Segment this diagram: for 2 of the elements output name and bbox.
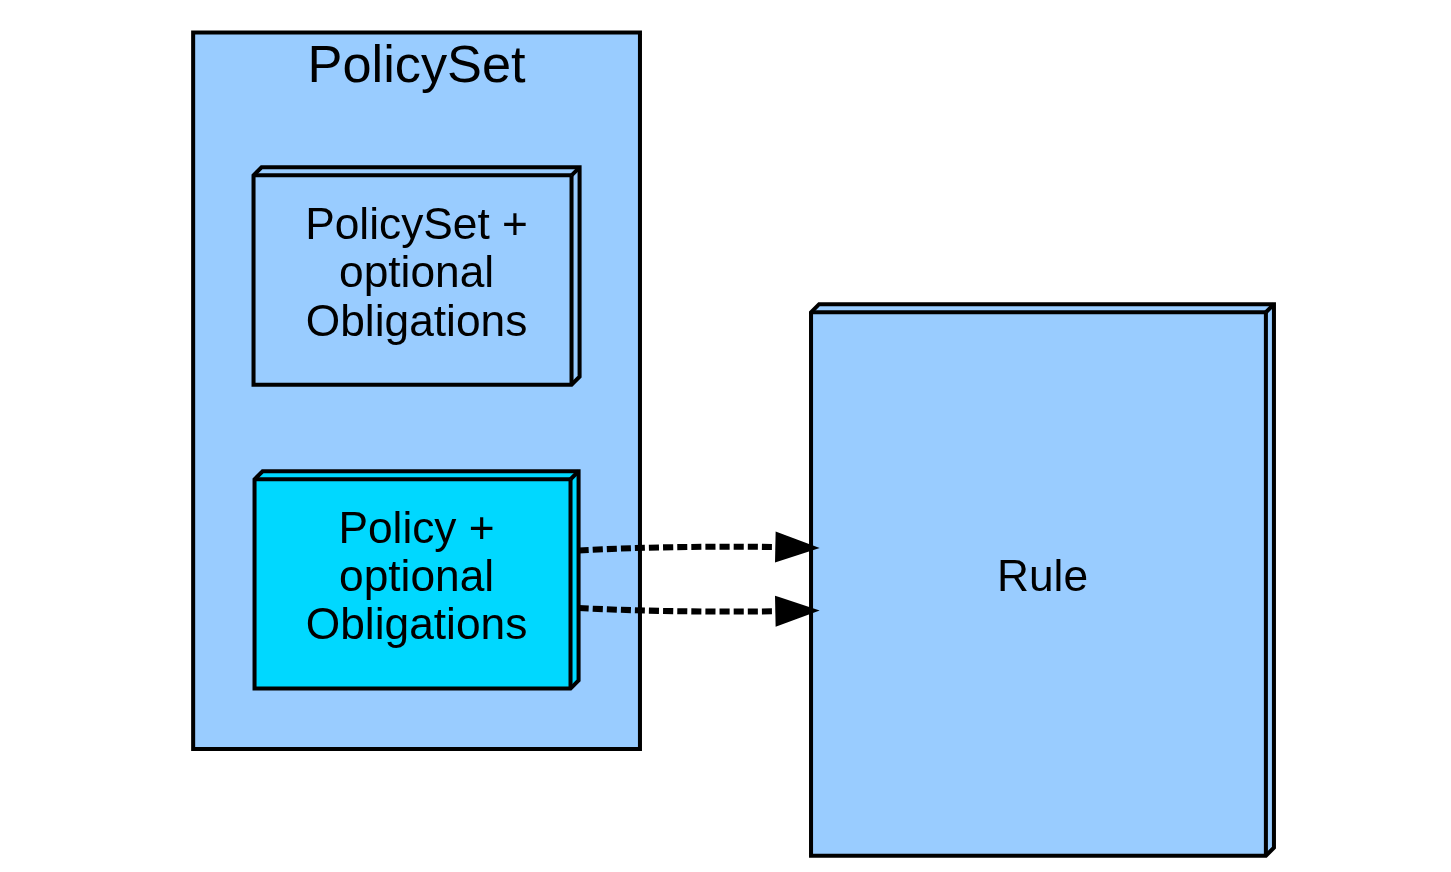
arrow xyxy=(578,595,820,627)
arrow xyxy=(578,531,820,563)
